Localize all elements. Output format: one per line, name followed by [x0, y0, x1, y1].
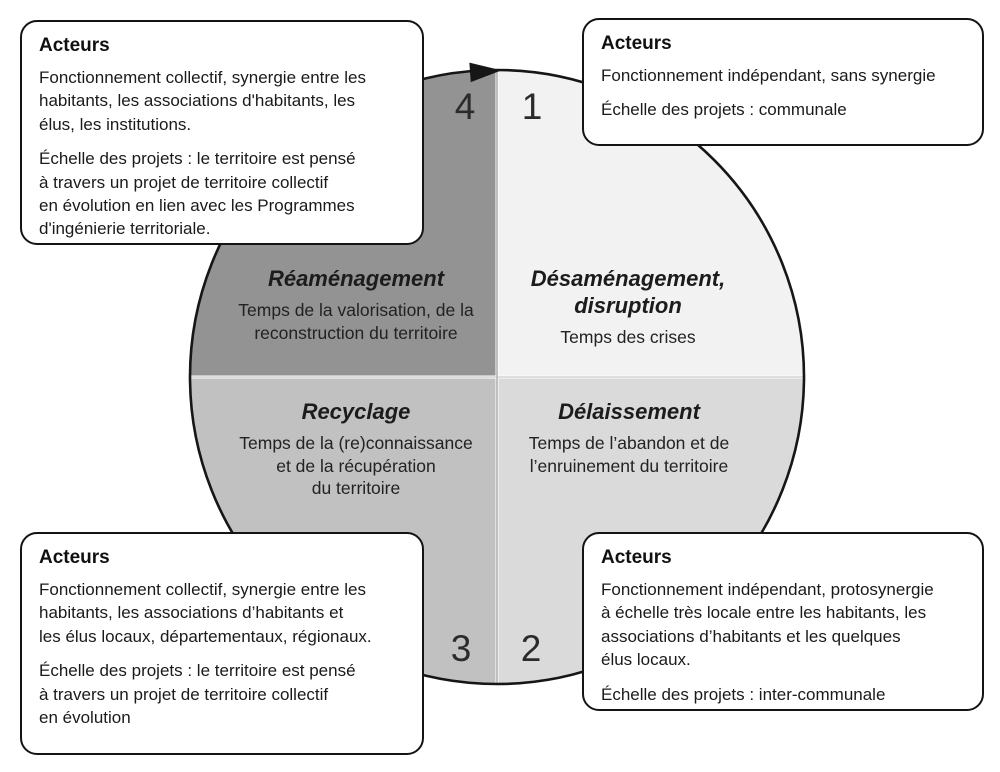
quadrant-4-number: 4 [454, 86, 476, 127]
quadrant-3-title-line: Recyclage [301, 399, 411, 424]
quadrant-3-subtitle: Temps de la (re)connaissance et de la ré… [224, 432, 488, 500]
quadrant-1-title: Désaménagement, disruption [497, 265, 759, 319]
text-line: Échelle des projets : inter-communale [601, 684, 886, 704]
quadrant-2-title: Délaissement [497, 398, 761, 425]
quadrant-1-title-line: disruption [574, 293, 682, 318]
quadrant-1-sector [497, 70, 804, 377]
text-line: habitants, les associations d'habitants,… [39, 91, 356, 111]
text-line: Échelle des projets : communale [601, 100, 847, 120]
quadrant-2-title-line: Délaissement [558, 399, 700, 424]
quadrant-2-subtitle: Temps de l’abandon et de l’enruinement d… [497, 432, 761, 477]
quadrant-4-subtitle-line: Temps de la valorisation, de la [238, 300, 474, 320]
quadrant-4-subtitle-line: reconstruction du territoire [254, 322, 458, 343]
text-line: en évolution [39, 708, 131, 728]
quadrant-1-subtitle-line: Temps des crises [560, 327, 696, 347]
text-line: d'ingénierie territoriale. [39, 219, 211, 239]
actors-functioning-text: Fonctionnement collectif, synergie entre… [39, 578, 407, 648]
actors-heading: Acteurs [39, 547, 110, 568]
quadrant-2-number: 2 [520, 628, 542, 669]
actors-heading: Acteurs [601, 33, 672, 54]
actors-scale-text: Échelle des projets : le territoire est … [39, 659, 407, 729]
text-line: élus, les institutions. [39, 114, 192, 134]
actors-heading: Acteurs [601, 547, 672, 568]
quadrant-4-title: Réaménagement [224, 265, 488, 292]
quadrant-3-number: 3 [450, 628, 472, 669]
actors-note-top-left: Acteurs Fonctionnement collectif, synerg… [20, 20, 424, 245]
quadrant-2-sector [497, 377, 804, 684]
clockwise-direction-arrow-icon [469, 62, 502, 83]
quadrant-3-subtitle-line: Temps de la (re)connaissance [239, 433, 473, 453]
actors-scale-text: Échelle des projets : inter-communale [601, 683, 967, 706]
text-line: élus locaux. [601, 650, 691, 670]
actors-note-bottom-left: Acteurs Fonctionnement collectif, synerg… [20, 532, 424, 755]
text-line: Échelle des projets : le territoire est … [39, 149, 356, 169]
quadrant-2-label: Délaissement Temps de l’abandon et de l’… [497, 398, 761, 477]
quadrant-1-label: Désaménagement, disruption Temps des cri… [497, 265, 759, 349]
text-line: Fonctionnement indépendant, protosynergi… [601, 580, 934, 599]
quadrant-4-subtitle: Temps de la valorisation, de la reconstr… [224, 299, 488, 344]
text-line: à échelle très locale entre les habitant… [601, 603, 927, 623]
quadrant-2-subtitle-line: Temps de l’abandon et de [528, 433, 730, 453]
quadrant-3-subtitle-line: du territoire [311, 478, 401, 498]
text-line: associations d’habitants et les quelques [601, 626, 901, 646]
quadrant-1-number: 1 [521, 86, 543, 127]
quadrant-3-title: Recyclage [224, 398, 488, 425]
quadrant-4-label: Réaménagement Temps de la valorisation, … [224, 265, 488, 344]
text-line: Fonctionnement collectif, synergie entre… [39, 580, 366, 599]
text-line: à travers un projet de territoire collec… [39, 684, 329, 704]
actors-heading: Acteurs [39, 35, 110, 56]
quadrant-3-subtitle-line: et de la récupération [276, 455, 436, 476]
text-line: les élus locaux, départementaux, régiona… [39, 626, 372, 646]
quadrant-1-title-line: Désaménagement, [530, 266, 726, 291]
text-line: Fonctionnement indépendant, sans synergi… [601, 66, 936, 85]
quadrant-4-title-line: Réaménagement [267, 266, 445, 291]
actors-functioning-text: Fonctionnement indépendant, sans synergi… [601, 64, 967, 87]
actors-functioning-text: Fonctionnement indépendant, protosynergi… [601, 578, 967, 672]
actors-note-bottom-right: Acteurs Fonctionnement indépendant, prot… [582, 532, 984, 711]
actors-note-top-right: Acteurs Fonctionnement indépendant, sans… [582, 18, 984, 146]
text-line: Fonctionnement collectif, synergie entre… [39, 68, 366, 87]
actors-scale-text: Échelle des projets : communale [601, 98, 967, 121]
text-line: en évolution en lien avec les Programmes [39, 196, 355, 216]
text-line: Échelle des projets : le territoire est … [39, 661, 356, 681]
actors-scale-text: Échelle des projets : le territoire est … [39, 147, 407, 241]
quadrant-3-label: Recyclage Temps de la (re)connaissance e… [224, 398, 488, 500]
quadrant-2-subtitle-line: l’enruinement du territoire [529, 455, 729, 476]
quadrant-1-subtitle: Temps des crises [497, 326, 759, 349]
text-line: habitants, les associations d’habitants … [39, 603, 344, 623]
actors-functioning-text: Fonctionnement collectif, synergie entre… [39, 66, 407, 136]
text-line: à travers un projet de territoire collec… [39, 172, 329, 192]
